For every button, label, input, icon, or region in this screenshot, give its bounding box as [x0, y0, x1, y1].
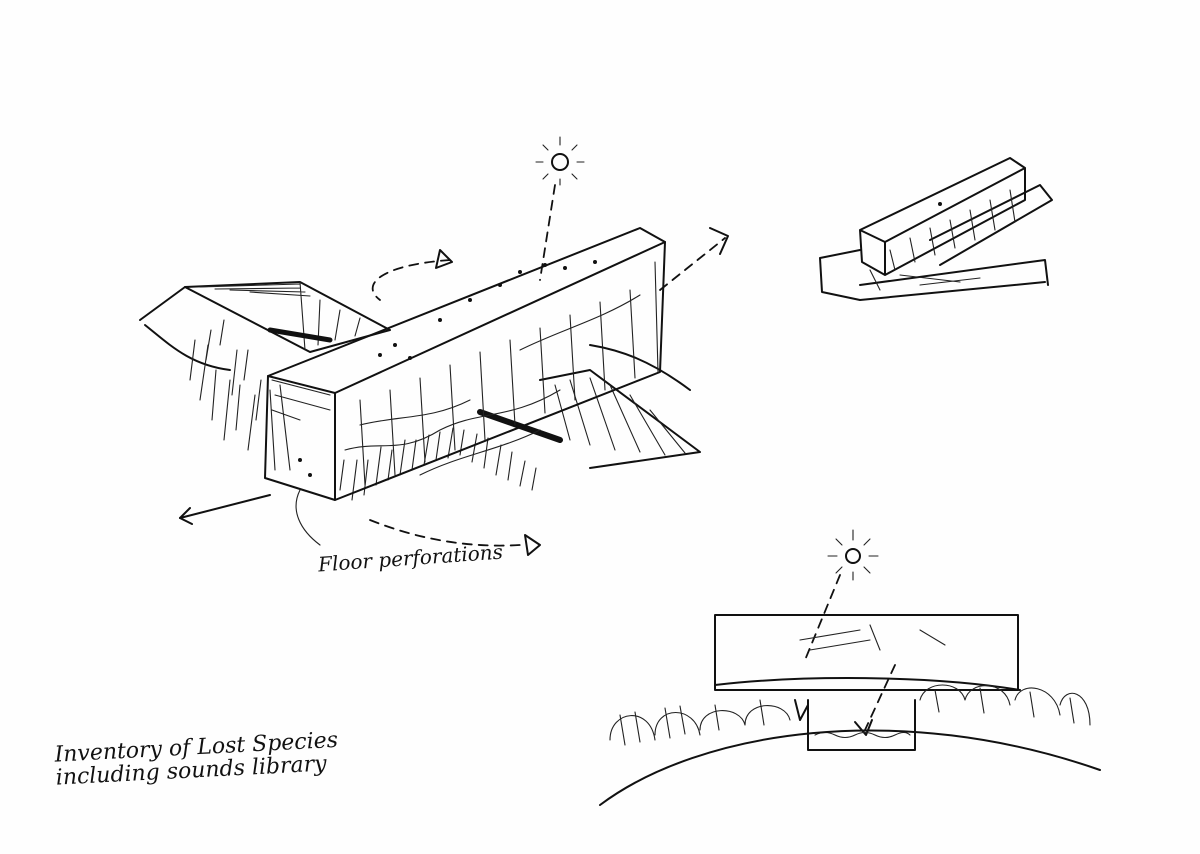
floor-perforations [298, 260, 597, 477]
arrowhead-icon [179, 507, 193, 525]
rotation-path [371, 259, 451, 301]
section-sketch [599, 529, 1101, 806]
cross-wing [139, 281, 701, 469]
sun-icon [845, 548, 861, 564]
arrowhead-icon [435, 249, 453, 269]
main-volume [264, 227, 666, 501]
sun-icon [535, 136, 585, 186]
axis-arrow [179, 494, 271, 519]
sun-ray [539, 184, 556, 281]
grass-hatching [189, 319, 537, 501]
small-volume-sketch [819, 157, 1053, 301]
arrowhead-icon [524, 534, 541, 556]
leader-line [295, 489, 321, 546]
axis-arrow [659, 237, 726, 291]
rotation-path [369, 519, 521, 547]
arrowhead-icon [709, 227, 729, 255]
